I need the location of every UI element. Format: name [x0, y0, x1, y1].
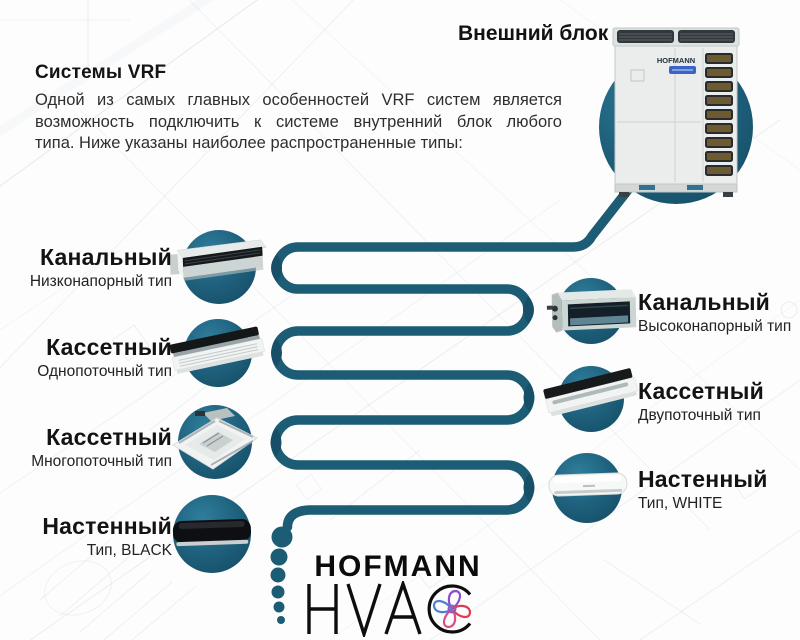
- unit-row-cassette-two-way: Кассетный Двупоточный тип: [638, 377, 764, 426]
- outdoor-unit-label: Внешний блок: [458, 22, 609, 45]
- duct-unit-high-pressure-icon: [546, 289, 637, 333]
- fan-icon: [432, 589, 472, 629]
- unit-subtitle: Низконапорный тип: [29, 273, 172, 290]
- wall-unit-black-icon: [172, 518, 251, 547]
- hvac-logotype: [307, 581, 472, 637]
- unit-row-duct-high: Канальный Высоконапорный тип: [638, 288, 791, 337]
- page-title: Системы VRF: [35, 62, 167, 83]
- unit-title: Кассетный: [46, 424, 172, 450]
- pipe-dotted-trail: [270, 526, 293, 624]
- unit-subtitle: Тип, WHITE: [638, 495, 723, 512]
- outdoor-unit-icon: HOFMANN: [612, 27, 740, 197]
- unit-title: Кассетный: [638, 378, 764, 404]
- paragraph-line: возможность подключить к системе внутрен…: [35, 112, 562, 131]
- unit-row-duct-low: Канальный Низконапорный тип: [30, 243, 172, 292]
- paragraph-line: Одной из самых главных особенностей VRF …: [35, 91, 562, 109]
- paragraph-line: типа. Ниже указаны наиболее распростране…: [35, 134, 463, 152]
- unit-subtitle: Однопоточный тип: [37, 363, 172, 380]
- duct-unit-low-pressure-icon: [169, 239, 267, 281]
- wall-unit-white-icon: [548, 472, 628, 497]
- pipe-joints: [270, 254, 535, 502]
- unit-title: Канальный: [39, 244, 172, 270]
- intro-paragraph: Одной из самых главных особенностей VRF …: [35, 90, 562, 155]
- unit-row-wall-black: Настенный Тип, BLACK: [42, 512, 172, 561]
- unit-title: Настенный: [638, 466, 768, 492]
- unit-subtitle: Высоконапорный тип: [638, 318, 792, 335]
- unit-title: Кассетный: [46, 334, 172, 360]
- unit-subtitle: Многопоточный тип: [31, 453, 172, 470]
- cassette-two-way-icon: [543, 368, 639, 417]
- unit-subtitle: Тип, BLACK: [86, 542, 172, 559]
- unit-title: Канальный: [638, 289, 771, 315]
- unit-row-cassette-multi: Кассетный Многопоточный тип: [31, 423, 172, 472]
- cassette-one-way-icon: [169, 326, 265, 374]
- brand-wordmark: HOFMANN: [314, 550, 482, 583]
- outdoor-unit-brand-label: HOFMANN: [657, 56, 695, 65]
- unit-row-cassette-one-way: Кассетный Однопоточный тип: [37, 333, 172, 382]
- unit-subtitle: Двупоточный тип: [638, 407, 761, 424]
- unit-title: Настенный: [42, 513, 172, 539]
- unit-row-wall-white: Настенный Тип, WHITE: [638, 465, 768, 514]
- cassette-multi-way-icon: [172, 408, 258, 470]
